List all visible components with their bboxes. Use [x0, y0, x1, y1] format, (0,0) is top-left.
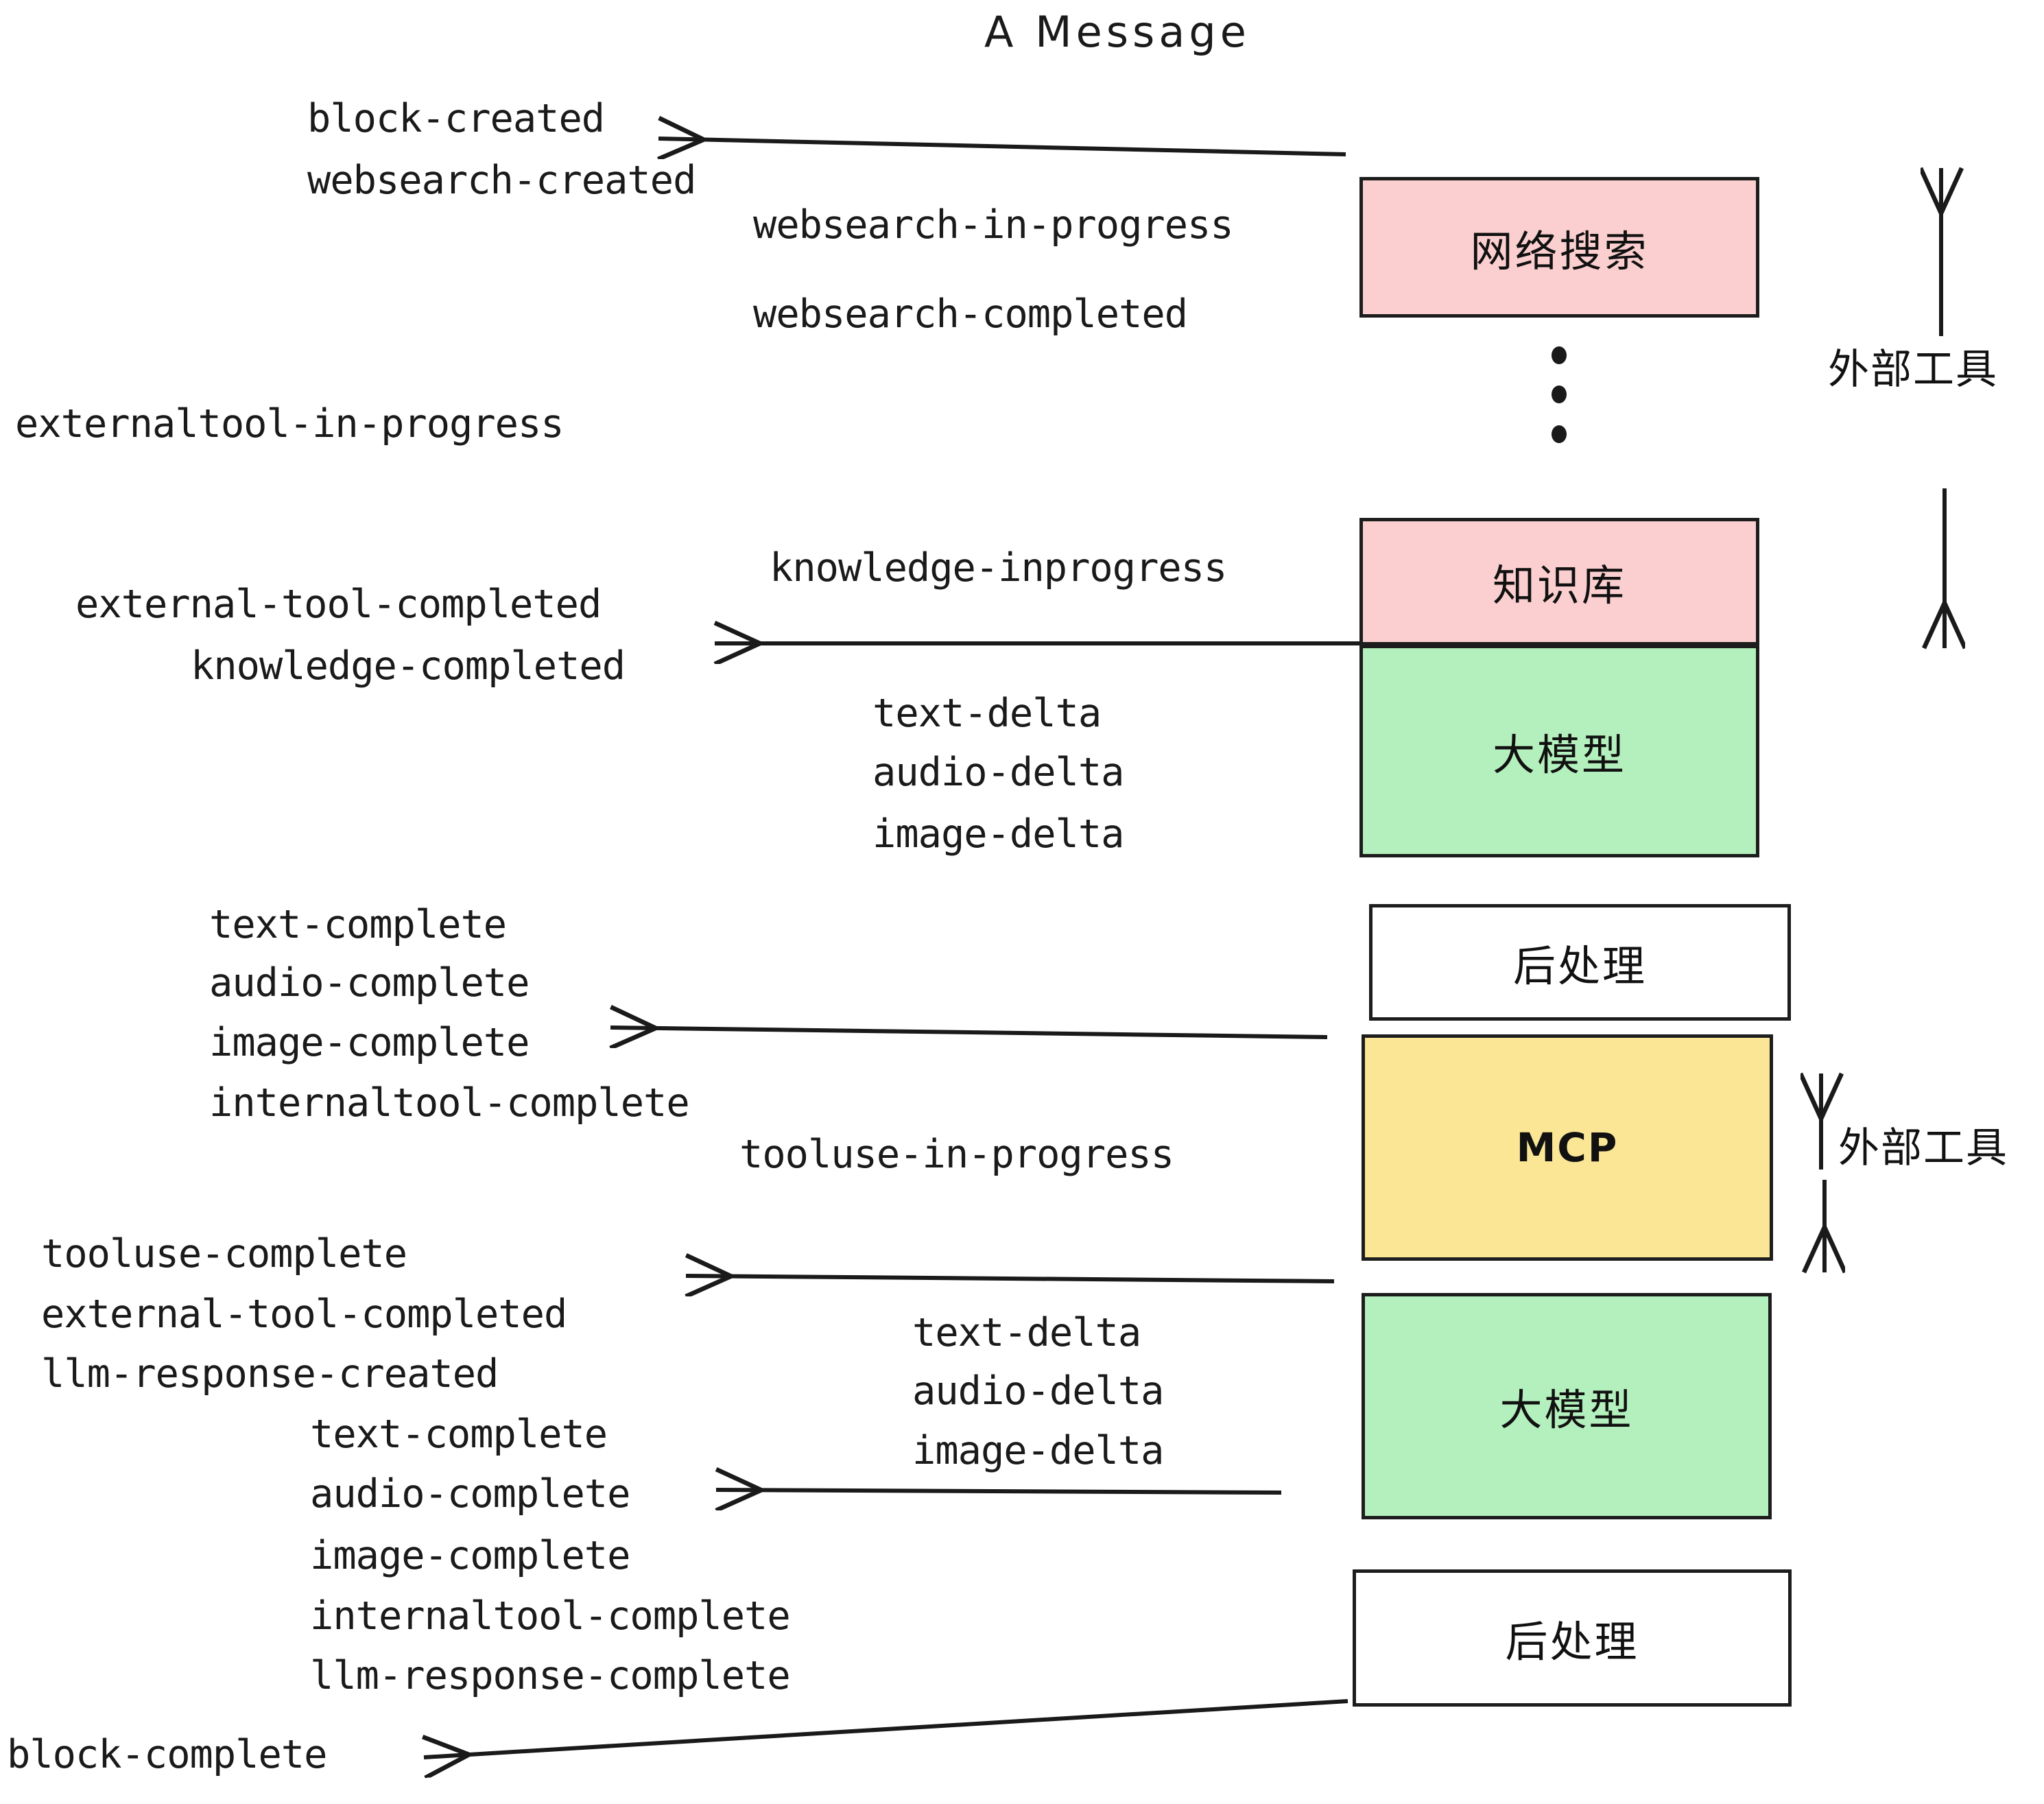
node-llm-1-label: 大模型 — [1492, 730, 1626, 780]
node-websearch-label: 网络搜索 — [1470, 226, 1649, 276]
arrow-block-created — [658, 139, 1346, 154]
event-llm-response-created: llm-response-created — [41, 1351, 499, 1397]
ellipsis-dot-2 — [1552, 385, 1567, 403]
node-knowledge[interactable]: 知识库 — [1359, 518, 1759, 645]
node-llm-1[interactable]: 大模型 — [1359, 645, 1759, 857]
event-text-delta-1: text-delta — [872, 691, 1102, 736]
arrow-block-complete — [424, 1699, 1348, 1757]
event-knowledge-completed: knowledge-completed — [191, 643, 626, 689]
event-text-delta-2: text-delta — [912, 1310, 1141, 1355]
node-websearch[interactable]: 网络搜索 — [1359, 177, 1759, 318]
event-audio-delta-1: audio-delta — [872, 750, 1124, 795]
event-external-tool-completed-2: external-tool-completed — [41, 1292, 567, 1337]
event-audio-complete-2: audio-complete — [310, 1471, 630, 1517]
event-block-complete: block-complete — [7, 1732, 327, 1777]
node-postprocess-2-label: 后处理 — [1505, 1617, 1639, 1667]
ellipsis-dot-3 — [1552, 425, 1567, 443]
event-audio-complete-1: audio-complete — [209, 960, 530, 1006]
event-image-complete-2: image-complete — [310, 1533, 630, 1578]
event-llm-response-complete: llm-response-complete — [310, 1653, 791, 1698]
node-postprocess-2[interactable]: 后处理 — [1353, 1569, 1792, 1707]
ellipsis-dot-1 — [1552, 346, 1567, 364]
event-websearch-completed: websearch-completed — [753, 292, 1188, 337]
event-text-complete-1: text-complete — [209, 902, 507, 947]
node-mcp[interactable]: MCP — [1362, 1034, 1773, 1261]
node-postprocess-1-label: 后处理 — [1512, 941, 1647, 991]
event-tooluse-in-progress: tooluse-in-progress — [739, 1132, 1174, 1177]
event-image-complete-1: image-complete — [209, 1020, 530, 1065]
event-tooluse-complete: tooluse-complete — [41, 1231, 407, 1277]
page-title: A Message — [984, 7, 1250, 57]
arrow-tooluse-complete — [686, 1276, 1335, 1281]
arrow-audio-complete — [716, 1490, 1282, 1493]
event-text-complete-2: text-complete — [310, 1412, 608, 1457]
annotation-external-tool-top: 外部工具 — [1828, 346, 1998, 394]
event-audio-delta-2: audio-delta — [912, 1368, 1164, 1414]
event-externaltool-in-progress: externaltool-in-progress — [15, 401, 565, 447]
event-block-created: block-created — [307, 96, 605, 141]
annotation-external-tool-bottom: 外部工具 — [1838, 1124, 2008, 1172]
event-internaltool-complete-2: internaltool-complete — [310, 1593, 791, 1639]
event-image-delta-2: image-delta — [912, 1428, 1164, 1473]
node-knowledge-label: 知识库 — [1492, 560, 1626, 610]
node-llm-2[interactable]: 大模型 — [1362, 1293, 1772, 1519]
event-knowledge-inprogress: knowledge-inprogress — [770, 545, 1227, 591]
event-websearch-created: websearch-created — [307, 158, 696, 203]
node-mcp-label: MCP — [1516, 1124, 1619, 1171]
arrow-image-complete — [610, 1028, 1328, 1037]
event-image-delta-1: image-delta — [872, 811, 1124, 857]
event-external-tool-completed-1: external-tool-completed — [75, 582, 602, 627]
event-websearch-in-progress: websearch-in-progress — [753, 202, 1234, 248]
event-internaltool-complete-1: internaltool-complete — [209, 1080, 690, 1126]
node-llm-2-label: 大模型 — [1499, 1385, 1634, 1435]
node-postprocess-1[interactable]: 后处理 — [1369, 904, 1791, 1021]
